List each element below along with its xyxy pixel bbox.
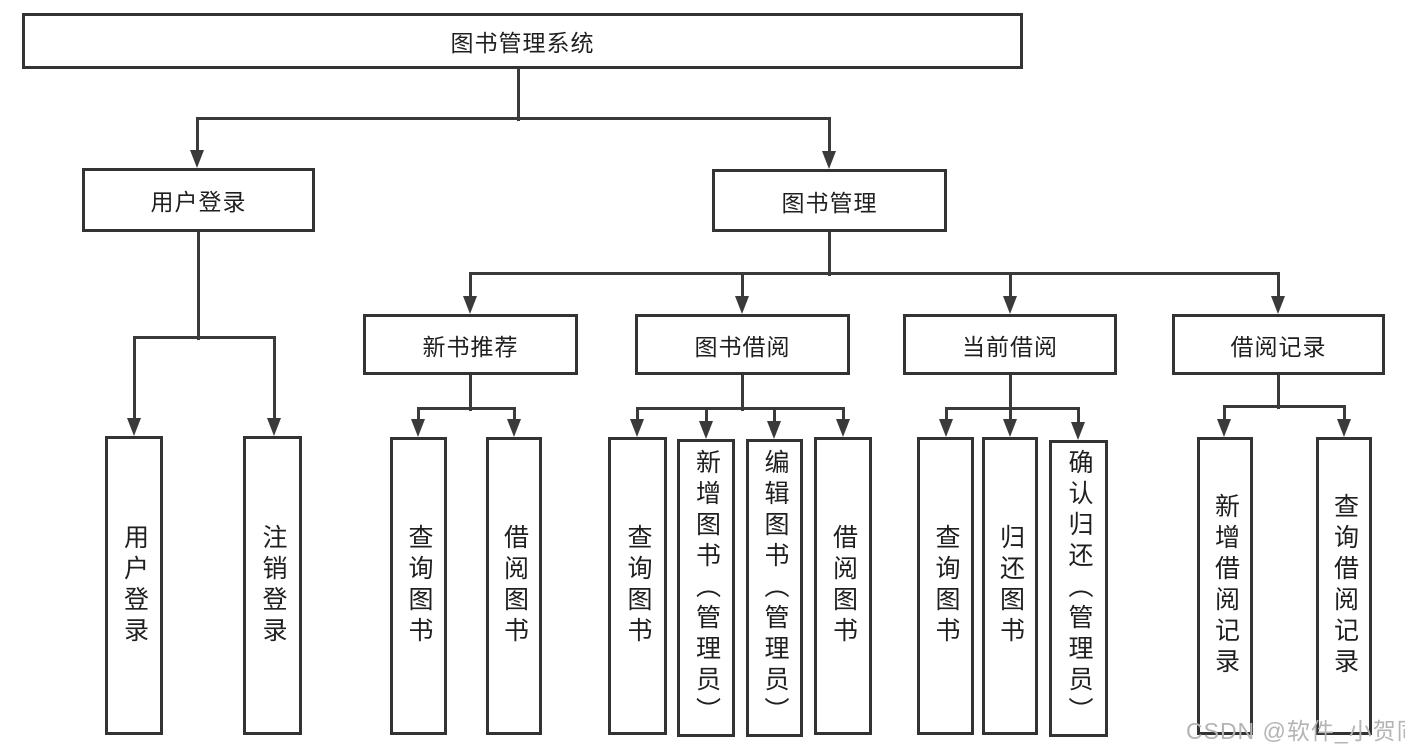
node-label-query-books-1: 查询图书 xyxy=(405,524,433,648)
node-label-query-books-2: 查询图书 xyxy=(624,524,652,648)
node-box-user-login-leaf: 用户登录 xyxy=(105,436,163,735)
connector-arrow-line xyxy=(741,272,744,299)
connector-arrow-line xyxy=(1009,272,1012,299)
node-label-root: 图书管理系统 xyxy=(450,30,595,56)
node-label-book-borrow: 图书借阅 xyxy=(694,333,791,360)
node-box-query-books-1: 查询图书 xyxy=(390,437,447,735)
node-label-current-borrow: 当前借阅 xyxy=(962,333,1058,360)
arrowhead-down-icon xyxy=(411,419,425,437)
arrowhead-down-icon xyxy=(1217,419,1231,437)
node-label-return-books: 归还图书 xyxy=(996,524,1025,648)
connector-arrow-line xyxy=(196,117,199,153)
node-label-add-books: 新增图书（管理员） xyxy=(692,448,721,728)
node-label-query-borrow-record: 查询借阅记录 xyxy=(1330,493,1359,679)
node-box-current-borrow: 当前借阅 xyxy=(903,314,1117,375)
node-box-new-book-rec: 新书推荐 xyxy=(363,314,578,375)
node-label-user-login: 用户登录 xyxy=(150,189,247,215)
connector-arrow-line xyxy=(1223,405,1226,422)
arrowhead-down-icon xyxy=(1003,296,1017,314)
connector-stub-line xyxy=(1009,375,1012,411)
watermark-text: CSDN @软件_小贺同学 xyxy=(1186,718,1405,744)
node-box-query-books-2: 查询图书 xyxy=(608,437,667,735)
connector-arrow-line xyxy=(773,407,776,424)
node-label-logout-leaf: 注销登录 xyxy=(259,523,287,648)
arrowhead-down-icon xyxy=(1337,419,1351,437)
node-label-borrow-books-1: 借阅图书 xyxy=(500,524,529,648)
connector-horizontal-line xyxy=(1223,405,1345,408)
node-label-edit-books: 编辑图书（管理员） xyxy=(761,448,789,728)
node-box-book-mgmt: 图书管理 xyxy=(712,169,947,232)
node-label-query-books-3: 查询图书 xyxy=(932,524,960,648)
node-box-book-borrow: 图书借阅 xyxy=(635,314,850,375)
connector-stub-line xyxy=(517,68,520,121)
connector-arrow-line xyxy=(417,407,420,422)
arrowhead-down-icon xyxy=(1003,419,1017,437)
node-box-logout-leaf: 注销登录 xyxy=(243,436,302,735)
node-label-add-borrow-record: 新增借阅记录 xyxy=(1211,493,1240,679)
connector-stub-line xyxy=(1277,375,1280,409)
connector-arrow-line xyxy=(636,407,639,422)
arrowhead-down-icon xyxy=(735,296,749,314)
connector-horizontal-line xyxy=(945,407,1079,410)
node-box-borrow-books-2: 借阅图书 xyxy=(814,437,872,735)
arrowhead-down-icon xyxy=(190,150,204,168)
arrowhead-down-icon xyxy=(127,418,141,436)
connector-arrow-line xyxy=(705,407,708,424)
connector-stub-line xyxy=(828,232,831,276)
connector-stub-line xyxy=(469,375,472,411)
node-box-borrow-books-1: 借阅图书 xyxy=(486,437,542,735)
connector-arrow-line xyxy=(828,117,831,154)
arrowhead-down-icon xyxy=(939,419,953,437)
node-box-return-books: 归还图书 xyxy=(982,437,1038,735)
node-box-edit-books: 编辑图书（管理员） xyxy=(746,439,803,737)
node-label-borrow-records: 借阅记录 xyxy=(1230,333,1327,360)
connector-stub-line xyxy=(741,375,744,411)
arrowhead-down-icon xyxy=(822,151,836,169)
arrowhead-down-icon xyxy=(507,419,521,437)
node-label-borrow-books-2: 借阅图书 xyxy=(829,524,858,648)
arrowhead-down-icon xyxy=(1271,296,1285,314)
connector-horizontal-line xyxy=(133,336,275,339)
arrowhead-down-icon xyxy=(767,421,781,439)
connector-arrow-line xyxy=(1009,407,1012,422)
arrowhead-down-icon xyxy=(836,419,850,437)
node-box-add-borrow-record: 新增借阅记录 xyxy=(1197,437,1253,735)
arrowhead-down-icon xyxy=(267,418,281,436)
connector-horizontal-line xyxy=(469,272,1279,275)
arrowhead-down-icon xyxy=(699,421,713,439)
node-box-user-login: 用户登录 xyxy=(82,168,315,232)
connector-stub-line xyxy=(197,232,200,340)
node-label-book-mgmt: 图书管理 xyxy=(781,189,878,216)
node-label-new-book-rec: 新书推荐 xyxy=(422,333,519,360)
connector-arrow-line xyxy=(842,407,845,422)
connector-arrow-line xyxy=(273,336,276,421)
connector-arrow-line xyxy=(513,407,516,422)
arrowhead-down-icon xyxy=(630,419,644,437)
node-box-borrow-records: 借阅记录 xyxy=(1172,314,1385,375)
node-box-query-books-3: 查询图书 xyxy=(917,437,974,735)
connector-horizontal-line xyxy=(417,407,515,410)
node-box-confirm-return: 确认归还（管理员） xyxy=(1049,440,1108,737)
node-label-user-login-leaf: 用户登录 xyxy=(120,523,149,648)
connector-arrow-line xyxy=(133,336,136,421)
node-box-add-books: 新增图书（管理员） xyxy=(677,439,735,737)
node-label-confirm-return: 确认归还（管理员） xyxy=(1065,449,1093,728)
arrowhead-down-icon xyxy=(463,296,477,314)
connector-arrow-line xyxy=(1077,407,1080,425)
connector-horizontal-line xyxy=(196,117,830,120)
node-box-query-borrow-record: 查询借阅记录 xyxy=(1316,437,1372,735)
connector-horizontal-line xyxy=(636,407,844,410)
connector-arrow-line xyxy=(469,272,472,299)
node-box-root: 图书管理系统 xyxy=(22,13,1023,69)
connector-arrow-line xyxy=(945,407,948,422)
connector-arrow-line xyxy=(1277,272,1280,299)
arrowhead-down-icon xyxy=(1071,422,1085,440)
connector-arrow-line xyxy=(1343,405,1346,422)
